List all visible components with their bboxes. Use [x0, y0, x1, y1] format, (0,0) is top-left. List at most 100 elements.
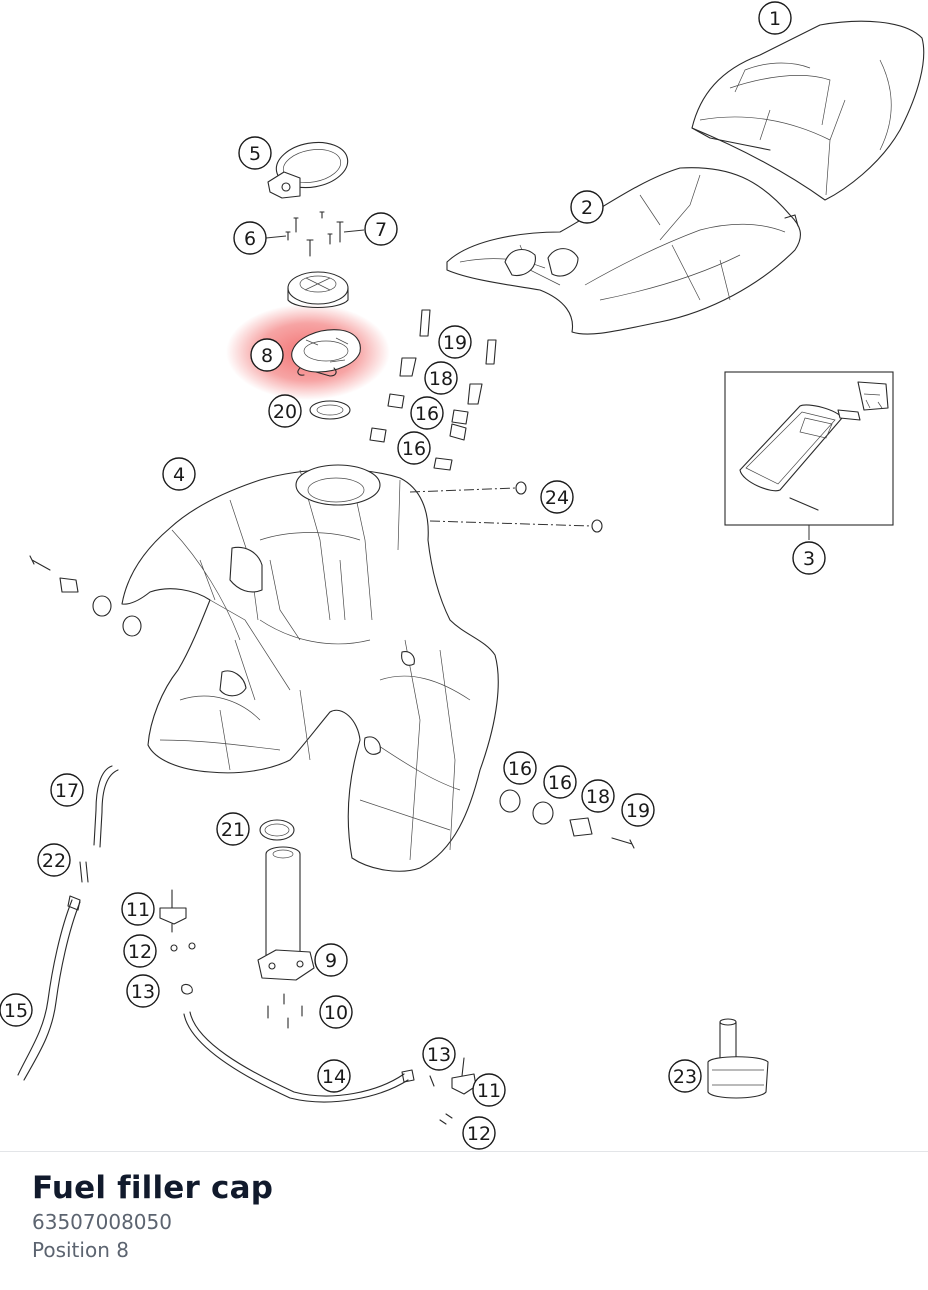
callout-19[interactable]: 19	[438, 325, 472, 359]
callout-18[interactable]: 18	[581, 779, 615, 813]
fuel-cap-lid[interactable]	[287, 271, 349, 308]
callout-11[interactable]: 11	[121, 892, 155, 926]
callout-label: 12	[467, 1123, 491, 1145]
callout-circle	[424, 361, 458, 395]
callout-circle	[581, 779, 615, 813]
callout-circle	[758, 1, 792, 35]
callout-23[interactable]: 23	[668, 1059, 702, 1093]
callout-14[interactable]: 14	[317, 1059, 351, 1093]
callout-18[interactable]: 18	[424, 361, 458, 395]
fuel-filter-23[interactable]	[707, 1018, 769, 1099]
callout-circle	[50, 773, 84, 807]
callout-circle	[364, 212, 398, 246]
part-position: Position 8	[32, 1238, 129, 1262]
filler-flange-ring[interactable]	[267, 137, 351, 199]
callout-2[interactable]: 2	[570, 190, 604, 224]
rider-seat[interactable]	[446, 167, 801, 335]
callout-circle	[570, 190, 604, 224]
callout-label: 13	[131, 981, 155, 1003]
callout-label: 2	[581, 197, 593, 219]
callout-circle	[397, 431, 431, 465]
callout-16[interactable]: 16	[410, 396, 444, 430]
callout-label: 10	[324, 1002, 348, 1024]
callout-label: 11	[477, 1080, 501, 1102]
callout-label: 21	[221, 819, 245, 841]
callout-circle	[123, 934, 157, 968]
callout-circle	[621, 793, 655, 827]
callout-label: 16	[508, 758, 532, 780]
callout-11[interactable]: 11	[472, 1073, 506, 1107]
fuel-filler-cap[interactable]	[291, 329, 361, 377]
callout-16[interactable]: 16	[503, 751, 537, 785]
vent-hoses[interactable]	[17, 765, 119, 1081]
callout-10[interactable]: 10	[319, 995, 353, 1029]
callout-label: 14	[322, 1066, 346, 1088]
tank-left-hardware[interactable]	[29, 555, 142, 637]
callout-3[interactable]: 3	[792, 541, 826, 575]
callout-circle	[216, 812, 250, 846]
o-ring-21[interactable]	[259, 819, 295, 841]
callout-circle	[319, 995, 353, 1029]
callout-label: 18	[586, 786, 610, 808]
callout-13[interactable]: 13	[126, 974, 160, 1008]
callout-circle	[0, 993, 33, 1027]
callout-7[interactable]: 7	[364, 212, 398, 246]
part-title: Fuel filler cap	[32, 1170, 274, 1206]
callout-16[interactable]: 16	[397, 431, 431, 465]
callout-13[interactable]: 13	[422, 1037, 456, 1071]
callout-12[interactable]: 12	[462, 1116, 496, 1150]
callout-6[interactable]: 6	[233, 221, 267, 255]
callout-label: 16	[402, 438, 426, 460]
callout-label: 15	[4, 1000, 28, 1022]
callout-21[interactable]: 21	[216, 812, 250, 846]
callout-label: 24	[545, 487, 569, 509]
callout-24[interactable]: 24	[540, 480, 574, 514]
fuel-hose-14[interactable]	[183, 1011, 415, 1103]
callout-1[interactable]: 1	[758, 1, 792, 35]
hose-fitting-left[interactable]	[159, 889, 196, 995]
panel-divider	[0, 1151, 928, 1152]
part-number: 63507008050	[32, 1210, 172, 1234]
hose-fitting-right[interactable]	[429, 1057, 477, 1125]
screws-6-7[interactable]	[285, 211, 344, 257]
callout-label: 7	[375, 219, 387, 241]
tank-right-hardware[interactable]	[499, 789, 635, 849]
rubber-grommets-24[interactable]	[515, 481, 603, 533]
seat-mount-hardware-upper[interactable]	[369, 309, 497, 471]
callout-20[interactable]: 20	[268, 394, 302, 428]
callout-label: 16	[415, 403, 439, 425]
callout-label: 13	[427, 1044, 451, 1066]
callout-16[interactable]: 16	[543, 765, 577, 799]
callout-8[interactable]: 8	[250, 338, 284, 372]
callout-5[interactable]: 5	[238, 136, 272, 170]
callout-circle	[410, 396, 444, 430]
callout-label: 12	[128, 941, 152, 963]
fuel-pump[interactable]	[257, 846, 315, 981]
callout-circle	[462, 1116, 496, 1150]
callout-circle	[422, 1037, 456, 1071]
callout-circle	[250, 338, 284, 372]
pillion-seat[interactable]	[691, 20, 925, 201]
callout-circle	[37, 843, 71, 877]
callout-label: 22	[42, 850, 66, 872]
callout-9[interactable]: 9	[314, 943, 348, 977]
callout-label: 18	[429, 368, 453, 390]
fuel-tank[interactable]	[121, 464, 499, 872]
callout-circle	[317, 1059, 351, 1093]
callout-circle	[233, 221, 267, 255]
seal-ring-20[interactable]	[309, 400, 351, 420]
callout-15[interactable]: 15	[0, 993, 33, 1027]
storage-case-kit[interactable]	[739, 381, 889, 511]
callout-4[interactable]: 4	[162, 457, 196, 491]
pump-screws-10[interactable]	[267, 993, 303, 1029]
callout-label: 1	[769, 8, 781, 30]
callout-circle	[314, 943, 348, 977]
callout-17[interactable]: 17	[50, 773, 84, 807]
callout-circle	[792, 541, 826, 575]
callout-circle	[238, 136, 272, 170]
part-info-panel: Fuel filler cap 63507008050 Position 8	[32, 1168, 273, 1264]
callout-22[interactable]: 22	[37, 843, 71, 877]
callout-19[interactable]: 19	[621, 793, 655, 827]
callout-12[interactable]: 12	[123, 934, 157, 968]
